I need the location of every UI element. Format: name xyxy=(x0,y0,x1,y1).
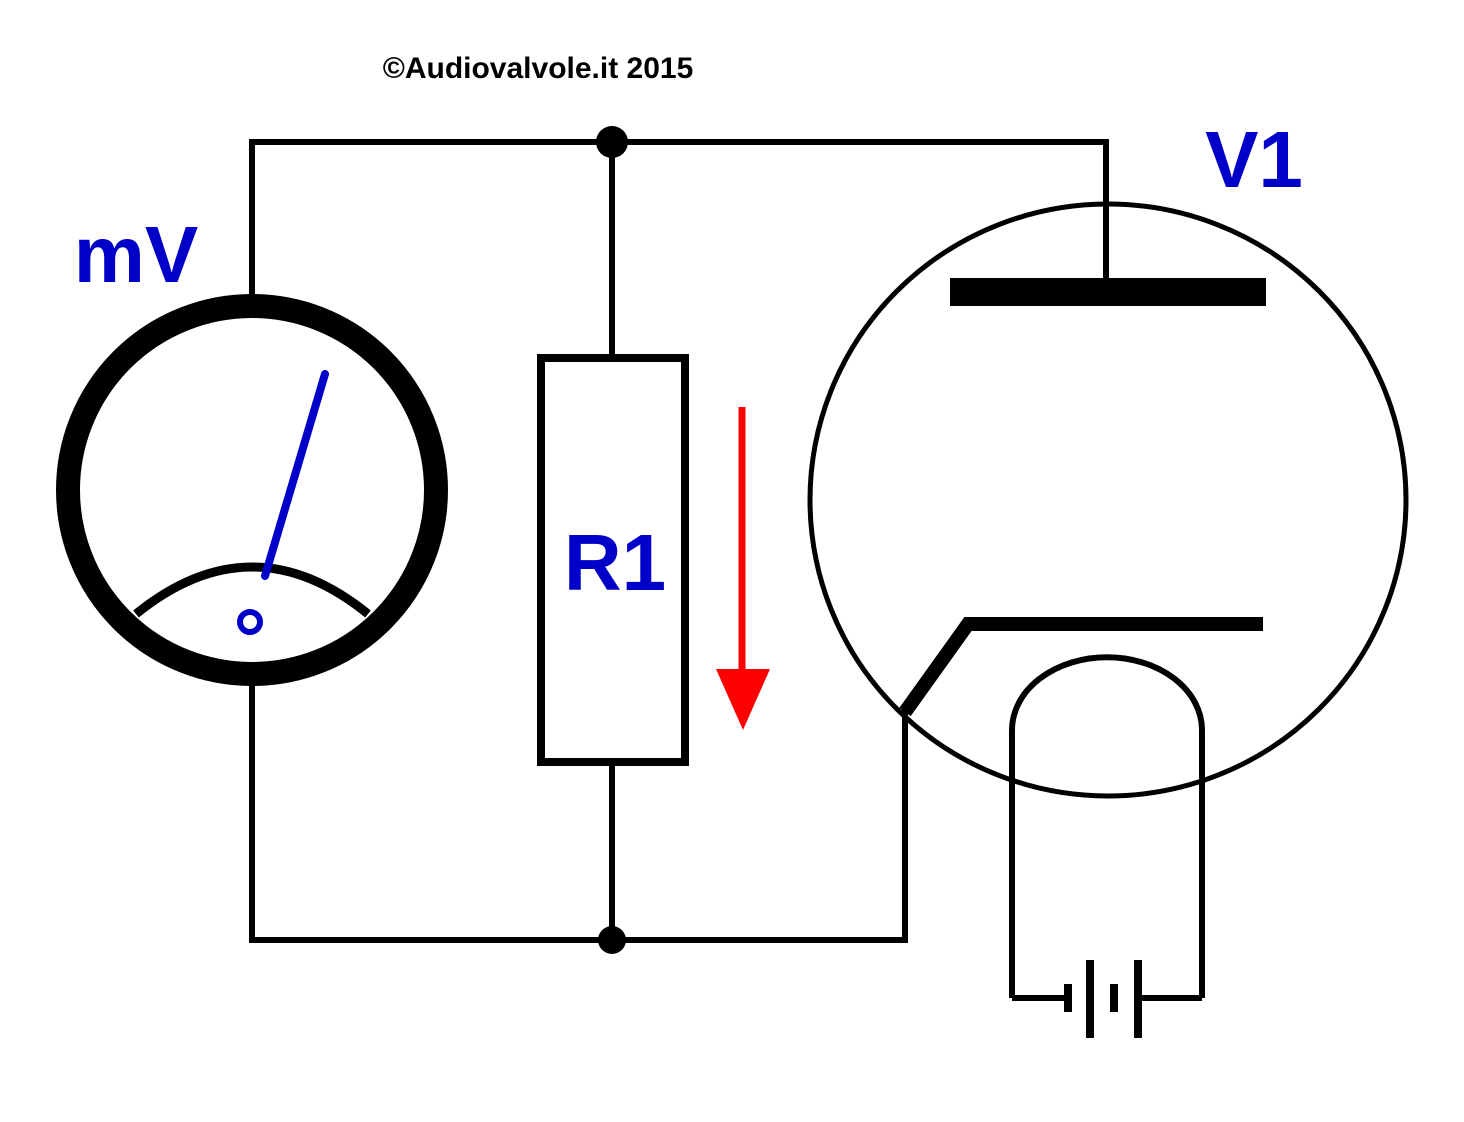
bottom-wire xyxy=(249,681,908,943)
meter-body xyxy=(56,294,448,686)
tube-label: V1 xyxy=(1205,115,1303,204)
meter-pivot xyxy=(237,609,263,635)
vacuum-tube xyxy=(807,201,1409,998)
resistor-r1 xyxy=(537,354,689,766)
current-arrow xyxy=(716,407,770,730)
junction-bottom xyxy=(598,926,626,954)
meter-label: mV xyxy=(74,210,199,299)
junction-top xyxy=(596,126,628,158)
current-arrow-head xyxy=(716,669,770,730)
wires xyxy=(249,139,1109,943)
top-wire xyxy=(249,139,1109,300)
meter-scale-arc xyxy=(133,562,371,618)
tube-cathode xyxy=(899,617,1263,717)
tube-anode-plate xyxy=(950,278,1266,306)
heater-battery xyxy=(1012,960,1202,1038)
copyright-text: ©Audiovalvole.it 2015 xyxy=(383,52,694,85)
meter-needle xyxy=(261,370,329,580)
millivoltmeter xyxy=(56,294,448,686)
resistor-label: R1 xyxy=(564,518,666,607)
tube-heater-filament xyxy=(1009,654,1205,998)
tube-envelope xyxy=(807,201,1409,799)
